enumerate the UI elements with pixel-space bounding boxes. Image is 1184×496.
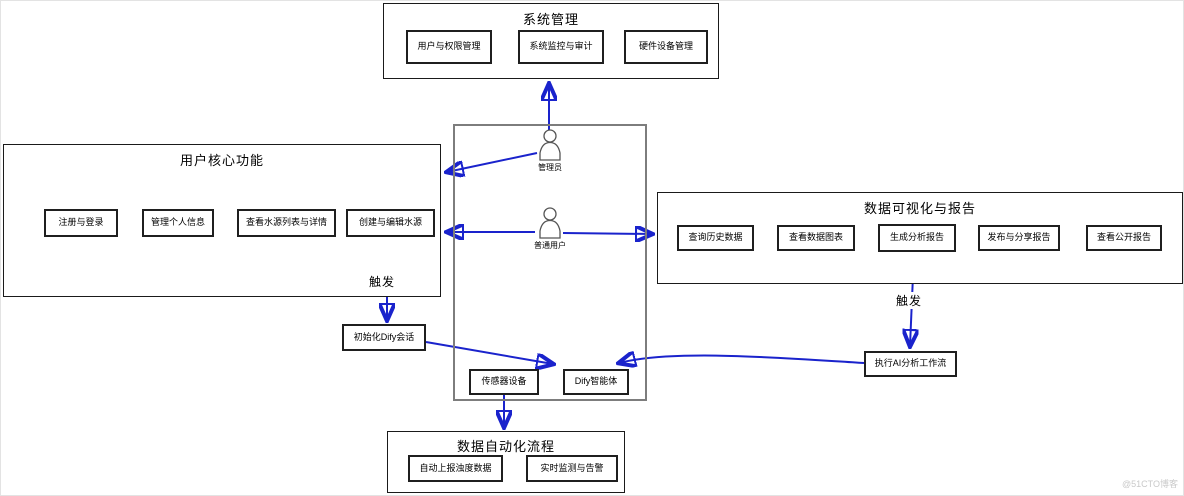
node-user-permission-mgmt: 用户与权限管理	[406, 30, 492, 64]
node-execute-ai-workflow: 执行AI分析工作流	[864, 351, 957, 377]
group-system-management: 系统管理 用户与权限管理 系统监控与审计 硬件设备管理	[383, 3, 719, 79]
arrow-ai-workflow-to-dify-agent	[619, 356, 865, 363]
node-view-data-charts: 查看数据图表	[777, 225, 855, 251]
node-sensor-device: 传感器设备	[469, 369, 539, 395]
node-init-dify-session: 初始化Dify会话	[342, 324, 426, 351]
watermark: @51CTO博客	[1122, 479, 1178, 489]
node-realtime-monitor-alert: 实时监测与告警	[526, 455, 618, 482]
group-title-user-core-functions: 用户核心功能	[179, 153, 264, 168]
node-register-login: 注册与登录	[44, 209, 118, 237]
person-icon-normal-user	[539, 207, 561, 239]
node-publish-share-report: 发布与分享报告	[978, 225, 1060, 251]
actor-label-admin: 管理员	[538, 163, 562, 172]
node-auto-report-turbidity: 自动上报浊度数据	[408, 455, 503, 482]
group-data-automation: 数据自动化流程 自动上报浊度数据 实时监测与告警	[387, 431, 625, 493]
group-title-data-visualization-reports: 数据可视化与报告	[863, 201, 976, 216]
person-icon-admin	[539, 129, 561, 161]
actor-label-normal-user: 普通用户	[534, 241, 566, 250]
actor-admin: 管理员	[530, 129, 570, 173]
node-create-edit-water-source: 创建与编辑水源	[346, 209, 435, 237]
edge-label-trigger-right: 触发	[894, 292, 925, 309]
node-view-water-source-list: 查看水源列表与详情	[237, 209, 336, 237]
node-generate-analysis-report: 生成分析报告	[878, 224, 956, 252]
node-hardware-device-mgmt: 硬件设备管理	[624, 30, 708, 64]
group-title-system-management: 系统管理	[522, 12, 579, 27]
system-boundary	[453, 124, 647, 401]
node-manage-profile: 管理个人信息	[142, 209, 214, 237]
edge-label-trigger-left: 触发	[367, 273, 398, 290]
node-query-history-data: 查询历史数据	[677, 225, 754, 251]
group-title-data-automation: 数据自动化流程	[456, 439, 555, 454]
node-dify-agent: Dify智能体	[563, 369, 629, 395]
actor-normal-user: 普通用户	[530, 207, 570, 251]
node-view-public-report: 查看公开报告	[1086, 225, 1162, 251]
node-system-monitor-audit: 系统监控与审计	[518, 30, 604, 64]
group-data-visualization-reports: 数据可视化与报告 查询历史数据 查看数据图表 生成分析报告 发布与分享报告 查看…	[657, 192, 1183, 284]
group-user-core-functions: 用户核心功能 注册与登录 管理个人信息 查看水源列表与详情 创建与编辑水源	[3, 144, 441, 297]
